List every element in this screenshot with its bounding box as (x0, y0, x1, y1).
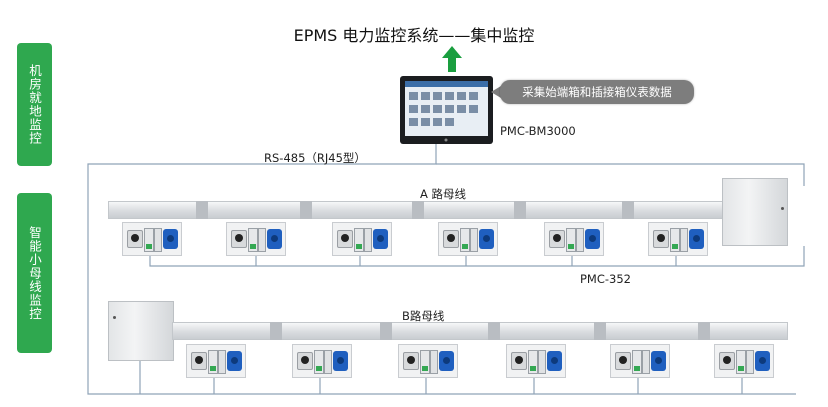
busbar-joint (412, 201, 424, 219)
busbar-joint (196, 201, 208, 219)
data-collection-callout: 采集始端箱和插接箱仪表数据 (500, 80, 694, 104)
switch-icon (653, 230, 669, 248)
busbar-joint (488, 322, 500, 340)
switch-icon (127, 230, 143, 248)
meter-icon (248, 228, 258, 252)
meter-icon (566, 228, 576, 252)
busbar-joint (270, 322, 282, 340)
switch-icon (511, 352, 527, 370)
side-tag-busway-monitoring: 智能小母线监控 (17, 193, 52, 353)
plug-in-box-a1 (122, 222, 182, 256)
switch-icon (337, 230, 353, 248)
socket-icon (163, 229, 178, 249)
meter-icon (736, 350, 746, 374)
plug-in-box-a5 (544, 222, 604, 256)
switch-icon (719, 352, 735, 370)
plug-in-box-a2 (226, 222, 286, 256)
meter-label-pmc352: PMC-352 (580, 272, 631, 286)
socket-icon (585, 229, 600, 249)
switch-icon (191, 352, 207, 370)
plug-in-box-b4 (506, 344, 566, 378)
socket-icon (689, 229, 704, 249)
meter-icon (144, 228, 154, 252)
plug-in-box-a3 (332, 222, 392, 256)
feed-box-b (108, 301, 174, 361)
switch-icon (549, 230, 565, 248)
meter-icon (528, 350, 538, 374)
socket-icon (227, 351, 242, 371)
busbar-joint (594, 322, 606, 340)
plug-in-box-b3 (398, 344, 458, 378)
socket-icon (333, 351, 348, 371)
switch-icon (297, 352, 313, 370)
switch-icon (615, 352, 631, 370)
meter-icon (632, 350, 642, 374)
touchscreen-monitor-icon (400, 76, 493, 144)
switch-icon (443, 230, 459, 248)
switch-icon (231, 230, 247, 248)
meter-icon (670, 228, 680, 252)
socket-icon (547, 351, 562, 371)
busbar-b (172, 322, 788, 340)
plug-in-box-b2 (292, 344, 352, 378)
callout-tail (491, 86, 501, 98)
plug-in-box-a4 (438, 222, 498, 256)
device-label-bm3000: PMC-BM3000 (500, 124, 576, 138)
meter-icon (460, 228, 470, 252)
system-title: EPMS 电力监控系统——集中监控 (293, 26, 535, 45)
meter-icon (208, 350, 218, 374)
up-arrow-icon (442, 46, 462, 72)
bus-a-signal-wire (149, 246, 805, 267)
feed-box-a (722, 178, 788, 246)
plug-in-box-b5 (610, 344, 670, 378)
switch-icon (403, 352, 419, 370)
plug-in-box-a6 (648, 222, 708, 256)
rs485-label: RS-485（RJ45型） (264, 151, 366, 165)
meter-icon (420, 350, 430, 374)
socket-icon (267, 229, 282, 249)
bus-b-label: B路母线 (402, 309, 445, 323)
socket-icon (373, 229, 388, 249)
socket-icon (479, 229, 494, 249)
socket-icon (755, 351, 770, 371)
meter-icon (314, 350, 324, 374)
busbar-joint (622, 201, 634, 219)
busbar-joint (514, 201, 526, 219)
plug-in-box-b6 (714, 344, 774, 378)
plug-in-box-b1 (186, 344, 246, 378)
side-tag-room-monitoring: 机房就地监控 (17, 43, 52, 166)
socket-icon (439, 351, 454, 371)
busbar-joint (380, 322, 392, 340)
bus-a-label: A 路母线 (420, 187, 467, 201)
busbar-joint (300, 201, 312, 219)
rs485-right-wire (436, 163, 805, 186)
busbar-joint (698, 322, 710, 340)
socket-icon (651, 351, 666, 371)
meter-icon (354, 228, 364, 252)
rs485-trunk-wire (87, 142, 796, 395)
